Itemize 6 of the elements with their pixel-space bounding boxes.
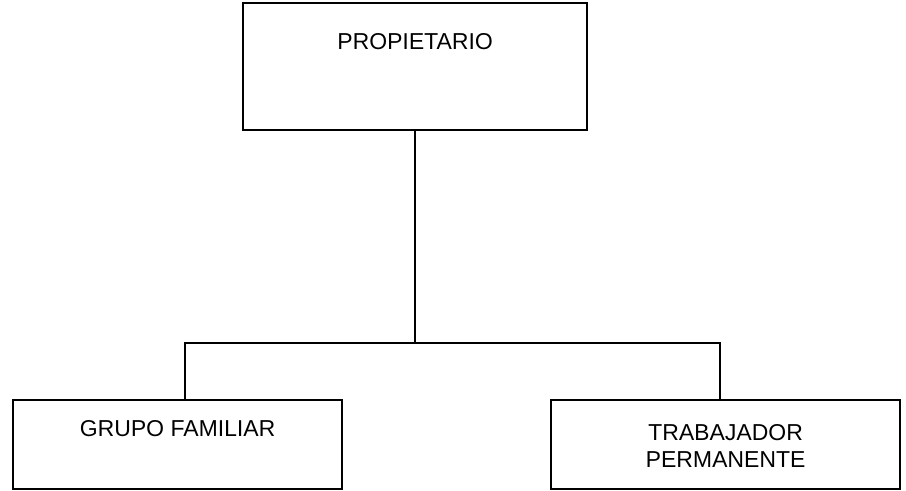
box-label: GRUPO FAMILIAR [78,415,276,442]
org-box [550,399,901,490]
box-label: PROPIETARIO [336,28,494,55]
org-box [242,2,588,131]
org-box [12,399,343,490]
box-label: TRABAJADOR PERMANENTE [644,419,806,473]
